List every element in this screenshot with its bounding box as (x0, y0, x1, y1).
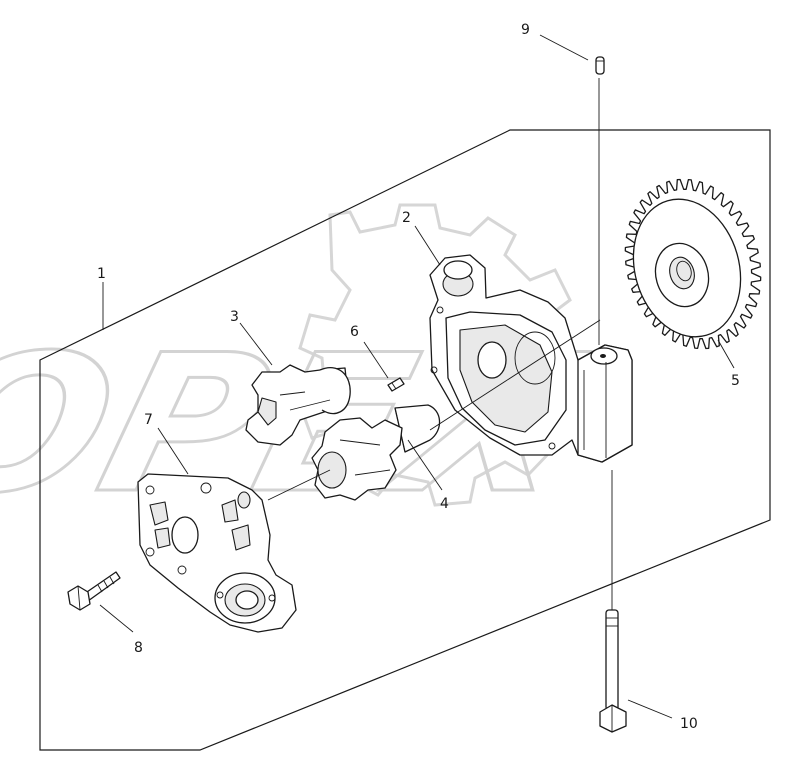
leader-8 (99, 604, 134, 633)
leader-2 (414, 225, 441, 266)
kit-frame (39, 129, 771, 751)
leader-7 (157, 427, 189, 475)
leader-9 (539, 34, 589, 61)
leader-10 (627, 699, 673, 719)
upper-rotor (245, 364, 351, 446)
pump-housing (429, 254, 633, 463)
leader-3 (239, 322, 273, 366)
long-bolt (599, 609, 627, 733)
callout-9: 9 (521, 22, 530, 38)
callout-8: 8 (134, 640, 143, 656)
callout-6: 6 (350, 324, 359, 340)
callout-10: 10 (680, 716, 698, 732)
leader-6 (363, 341, 389, 379)
dowel-pin (595, 56, 605, 75)
leader-5 (717, 339, 735, 369)
small-pin (387, 377, 405, 392)
cover-bolt (67, 571, 121, 611)
alignment-line-shaft (429, 319, 601, 431)
callout-1: 1 (97, 266, 106, 282)
callout-5: 5 (731, 373, 740, 389)
cover-plate (137, 473, 297, 633)
alignment-line-rotor (267, 469, 331, 501)
leader-4 (407, 439, 443, 491)
callout-4: 4 (440, 496, 449, 512)
callout-7: 7 (144, 412, 153, 428)
callout-2: 2 (402, 210, 411, 226)
callout-3: 3 (230, 309, 239, 325)
drive-gear (624, 178, 762, 350)
lower-rotor-shaft (311, 404, 441, 501)
